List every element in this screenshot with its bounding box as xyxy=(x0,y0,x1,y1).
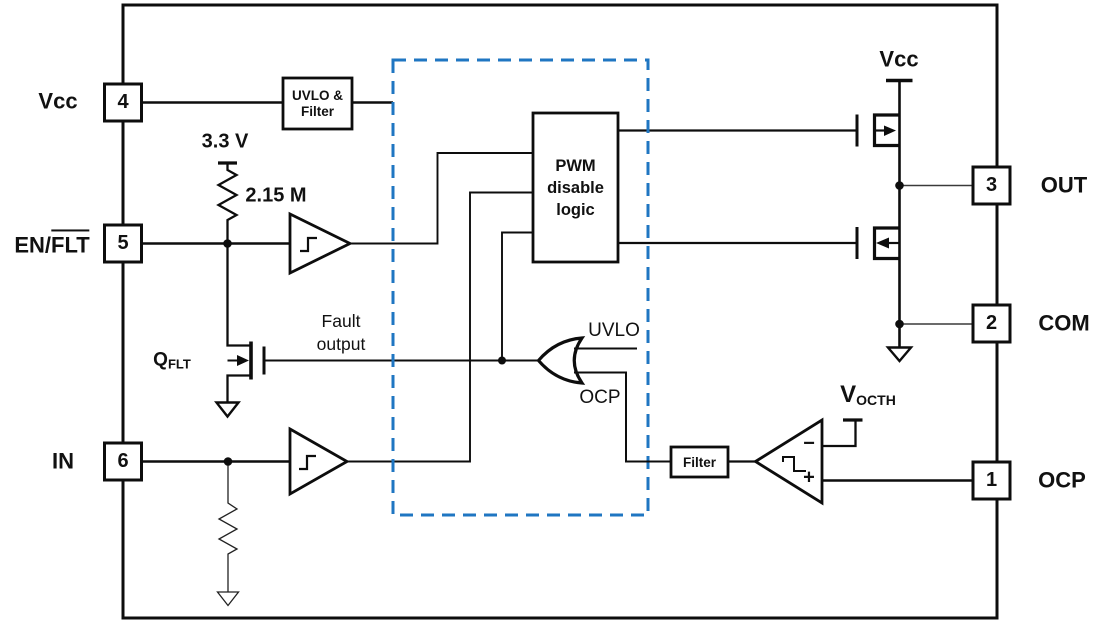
fault-line1: Fault xyxy=(321,311,361,331)
comparator-triangle xyxy=(752,417,824,506)
pin-box-5 xyxy=(103,223,143,264)
pin-label-out: OUT xyxy=(1040,172,1088,198)
wires xyxy=(141,101,973,482)
output-stage xyxy=(855,78,973,363)
wire-fault-to-pwm xyxy=(501,231,533,361)
schmitt-buffer-en xyxy=(288,211,354,276)
pwm-disable-logic-block xyxy=(531,111,620,264)
resistor-zigzag-icon xyxy=(216,163,239,244)
pmos-transistor xyxy=(855,113,900,148)
qflt-label: QFLT xyxy=(153,349,191,372)
comparator-minus-sign: − xyxy=(803,432,815,455)
pwm-disable-dashed-region xyxy=(391,58,650,517)
wire-ocp-input xyxy=(574,371,671,463)
supply-3v3-label: 3.3 V xyxy=(201,130,249,153)
pin-number-3: 3 xyxy=(985,174,998,196)
nmos-channel xyxy=(872,226,900,261)
junction-dots xyxy=(223,181,904,466)
pin-box-1 xyxy=(971,460,1012,501)
pin-number-1: 1 xyxy=(985,469,998,491)
pwm-line3: logic xyxy=(556,200,595,219)
pwm-line2: disable xyxy=(547,178,604,197)
qflt-source-wire xyxy=(226,374,251,402)
vcc-top-label: Vcc xyxy=(879,46,919,72)
vocth-label: VOCTH xyxy=(840,382,896,408)
pin-box-6 xyxy=(103,441,143,482)
pwm-line1: PWM xyxy=(555,156,596,175)
resistor-value-label: 2.15 M xyxy=(245,184,307,207)
nmos-transistor xyxy=(855,226,900,261)
pulldown-resistor-in xyxy=(216,461,240,607)
pin-label-com: COM xyxy=(1038,310,1090,336)
pin-label-vcc: Vcc xyxy=(38,88,78,114)
hysteresis-icon xyxy=(782,456,806,472)
buffer-triangle xyxy=(288,211,354,276)
en-flt-prefix: EN/ xyxy=(14,232,51,258)
fault-line2: output xyxy=(316,334,366,354)
pin-label-in: IN xyxy=(52,448,74,474)
fault-output-label: Fault output xyxy=(317,310,366,356)
qflt-transistor xyxy=(214,243,266,419)
comparator-plus-sign: + xyxy=(803,466,815,489)
ic-boundary xyxy=(121,3,999,620)
pin-box-4 xyxy=(103,82,143,123)
or-gate xyxy=(536,336,586,385)
pin-number-4: 4 xyxy=(117,91,129,113)
hysteresis-icon xyxy=(299,454,316,471)
ocp-signal-label: OCP xyxy=(579,387,621,409)
uvlo-filter-block xyxy=(281,76,354,131)
nmos-arrow-icon xyxy=(876,237,889,249)
pullup-resistor-2-15m xyxy=(216,161,239,244)
ocp-comparator xyxy=(752,417,863,506)
buffer-triangle xyxy=(288,426,350,497)
qflt-base: Q xyxy=(153,349,168,371)
pin-number-6: 6 xyxy=(117,450,129,472)
ground-icon-com xyxy=(885,346,914,363)
wire-in-to-pwm xyxy=(347,191,533,463)
junction-dot-en xyxy=(223,239,232,248)
junction-dot-out xyxy=(895,181,904,190)
pin-number-2: 2 xyxy=(985,312,998,334)
pmos-arrow-icon xyxy=(884,125,896,136)
qflt-arrow-icon xyxy=(237,355,249,366)
junction-dot-com xyxy=(895,319,904,329)
hysteresis-icon xyxy=(300,236,317,253)
vocth-subscript: OCTH xyxy=(856,392,896,409)
wire-en-to-pwm xyxy=(350,152,533,245)
junction-dot-fault xyxy=(498,356,506,365)
pin-box-3 xyxy=(971,165,1012,206)
pin-label-ocp: OCP xyxy=(1038,467,1086,493)
pin-number-5: 5 xyxy=(117,232,129,254)
uvlo-signal-label: UVLO xyxy=(588,320,640,342)
qflt-subscript: FLT xyxy=(167,356,191,372)
pin-boxes xyxy=(103,82,1012,501)
pin-label-en-flt: EN/FLT xyxy=(14,229,90,258)
filter-block-text: Filter xyxy=(682,454,716,470)
ground-icon-qflt xyxy=(214,401,241,419)
qflt-drain-wire xyxy=(226,243,251,347)
uvlo-filter-line1: UVLO & xyxy=(291,87,343,103)
ground-icon-in xyxy=(216,591,240,607)
pin-box-2 xyxy=(971,303,1012,344)
wire-vocth-reference xyxy=(822,420,857,448)
resistor-zigzag-icon xyxy=(217,461,239,592)
schmitt-buffer-in xyxy=(288,426,350,497)
uvlo-filter-line2: Filter xyxy=(300,103,334,119)
vocth-base: V xyxy=(840,381,857,409)
junction-dot-in xyxy=(223,457,233,466)
pwm-disable-block-text: PWM disable logic xyxy=(533,113,618,262)
ocp-filter-block xyxy=(669,445,730,479)
uvlo-filter-block-text: UVLO & Filter xyxy=(283,78,352,129)
en-flt-overline: FLT xyxy=(51,229,90,258)
